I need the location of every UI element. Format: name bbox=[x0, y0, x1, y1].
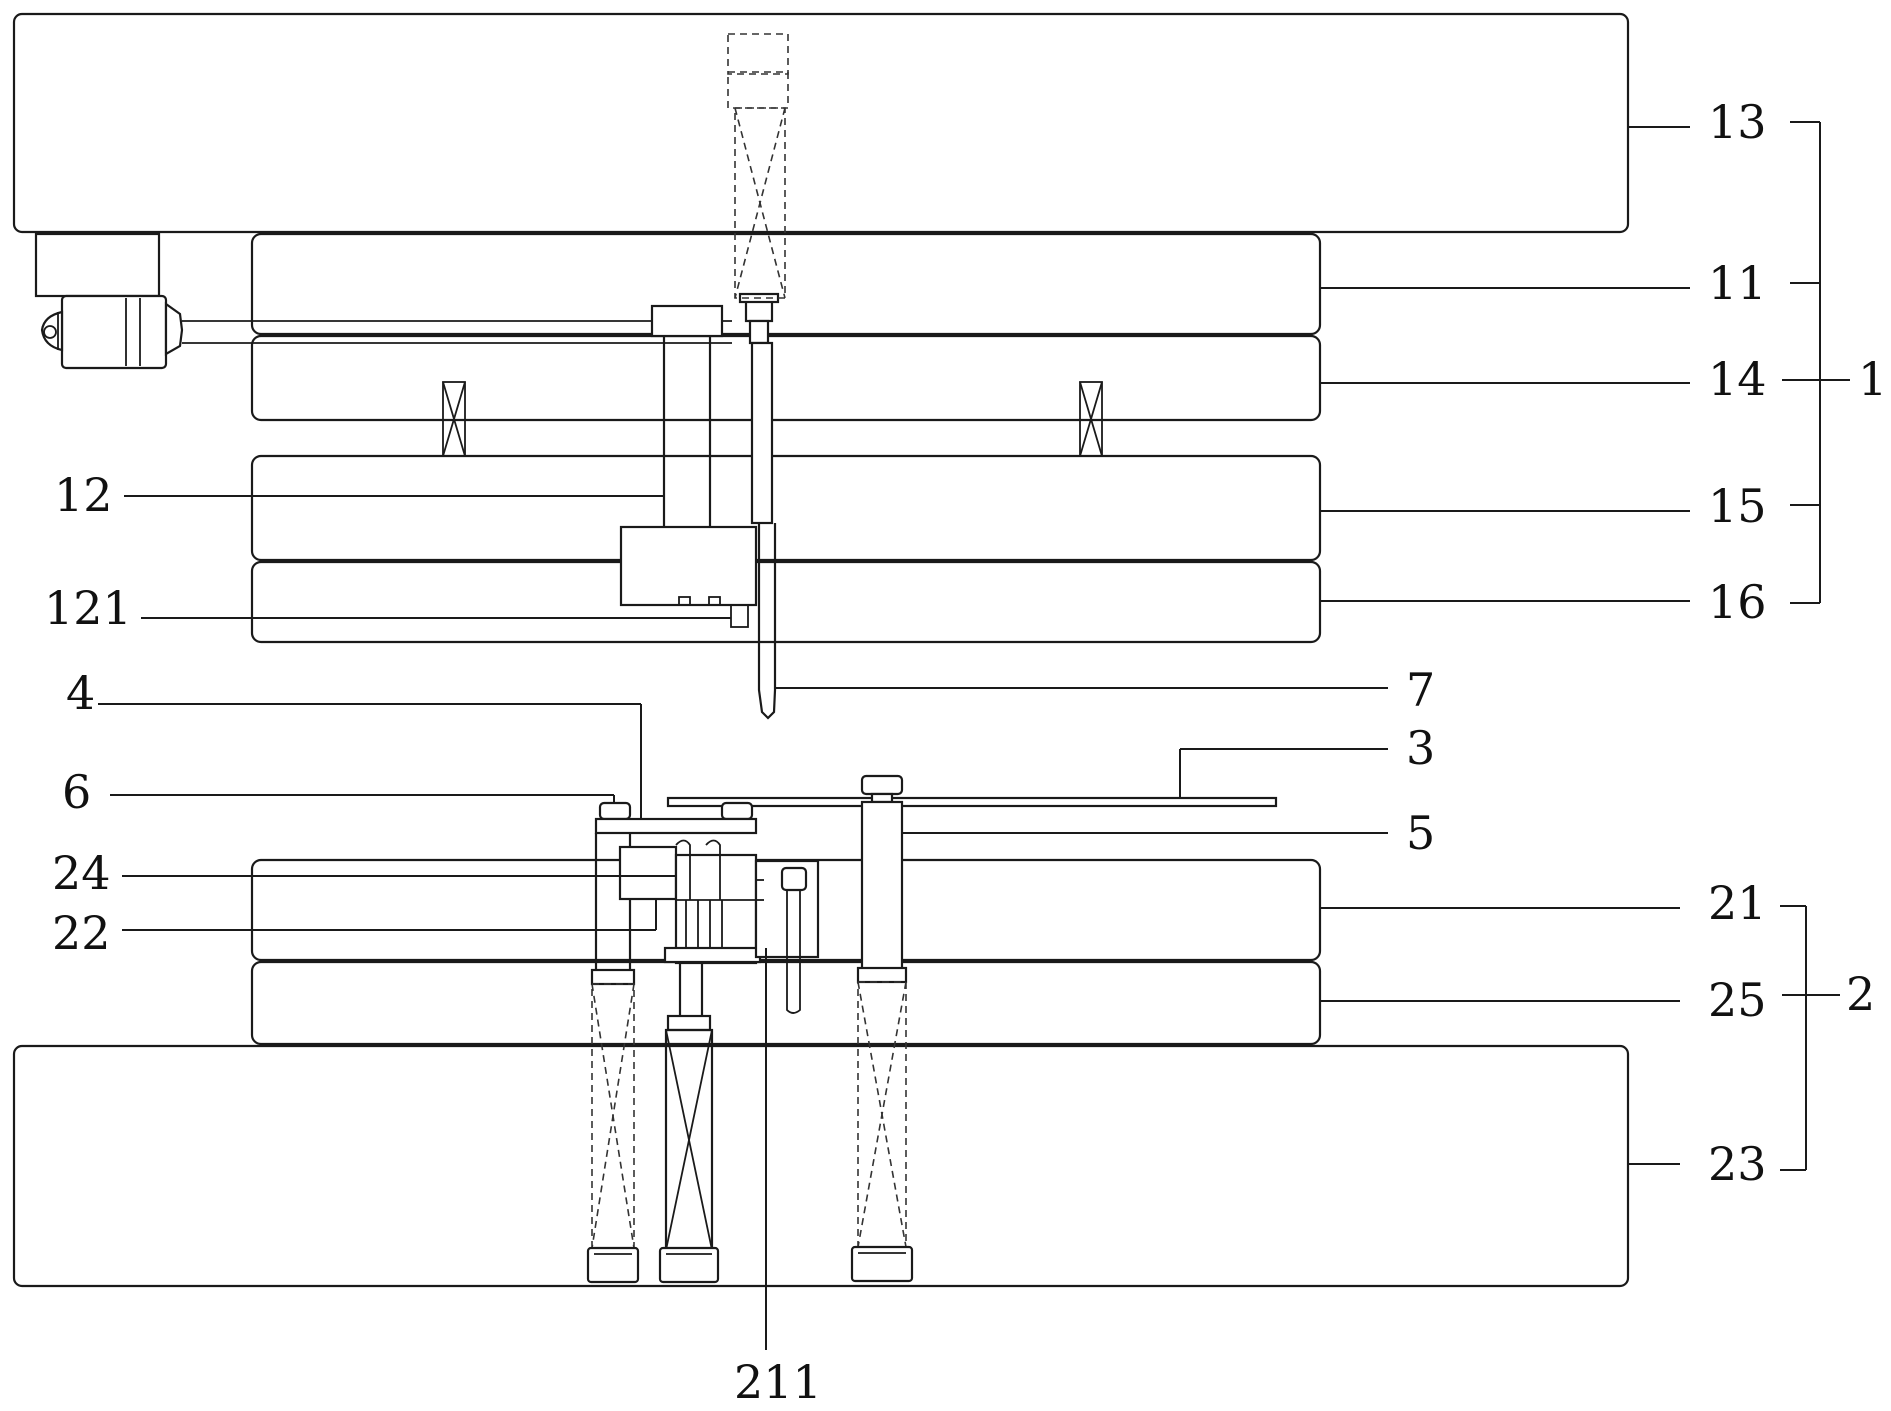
labels: 13 11 14 15 16 1 12 121 7 4 3 6 5 24 21 … bbox=[44, 95, 1887, 1409]
label-7: 7 bbox=[1406, 663, 1435, 717]
upper-mold bbox=[12, 12, 1630, 720]
label-5: 5 bbox=[1406, 806, 1435, 860]
part-5-post bbox=[850, 774, 914, 1283]
label-6: 6 bbox=[62, 765, 91, 819]
left-cylinder-hidden bbox=[586, 968, 640, 1284]
side-actuator bbox=[34, 232, 732, 370]
label-211: 211 bbox=[734, 1355, 822, 1409]
label-16: 16 bbox=[1708, 575, 1767, 629]
plate-15 bbox=[250, 454, 1322, 562]
pin-7 bbox=[738, 292, 780, 720]
plate-14 bbox=[250, 334, 1322, 422]
center-cylinder bbox=[658, 962, 720, 1284]
part-12-slider bbox=[619, 304, 758, 628]
label-4: 4 bbox=[66, 666, 95, 720]
label-11: 11 bbox=[1708, 256, 1767, 310]
label-21: 21 bbox=[1708, 876, 1767, 930]
label-24: 24 bbox=[52, 846, 111, 900]
plate-11 bbox=[250, 232, 1322, 336]
label-3: 3 bbox=[1406, 721, 1435, 775]
plate-16 bbox=[250, 560, 1322, 644]
lower-mold bbox=[12, 774, 1630, 1288]
top-clamp-plate bbox=[12, 12, 1630, 234]
spacer-block-left bbox=[442, 381, 466, 457]
bottom-clamp-plate bbox=[12, 1044, 1630, 1288]
label-1: 1 bbox=[1858, 352, 1887, 406]
label-2: 2 bbox=[1846, 967, 1875, 1021]
label-14: 14 bbox=[1708, 352, 1767, 406]
upper-cylinder-hidden bbox=[727, 33, 789, 299]
label-12: 12 bbox=[54, 468, 113, 522]
plate-25 bbox=[250, 960, 1322, 1046]
label-15: 15 bbox=[1708, 479, 1767, 533]
label-13: 13 bbox=[1708, 95, 1767, 149]
part-4-6-assembly bbox=[594, 801, 820, 1014]
label-22: 22 bbox=[52, 906, 111, 960]
label-121: 121 bbox=[44, 581, 132, 635]
part-3-strip bbox=[666, 796, 1278, 808]
label-25: 25 bbox=[1708, 973, 1767, 1027]
leader-lines bbox=[98, 121, 1850, 1350]
spacer-block-right bbox=[1079, 381, 1103, 457]
label-23: 23 bbox=[1708, 1137, 1767, 1191]
